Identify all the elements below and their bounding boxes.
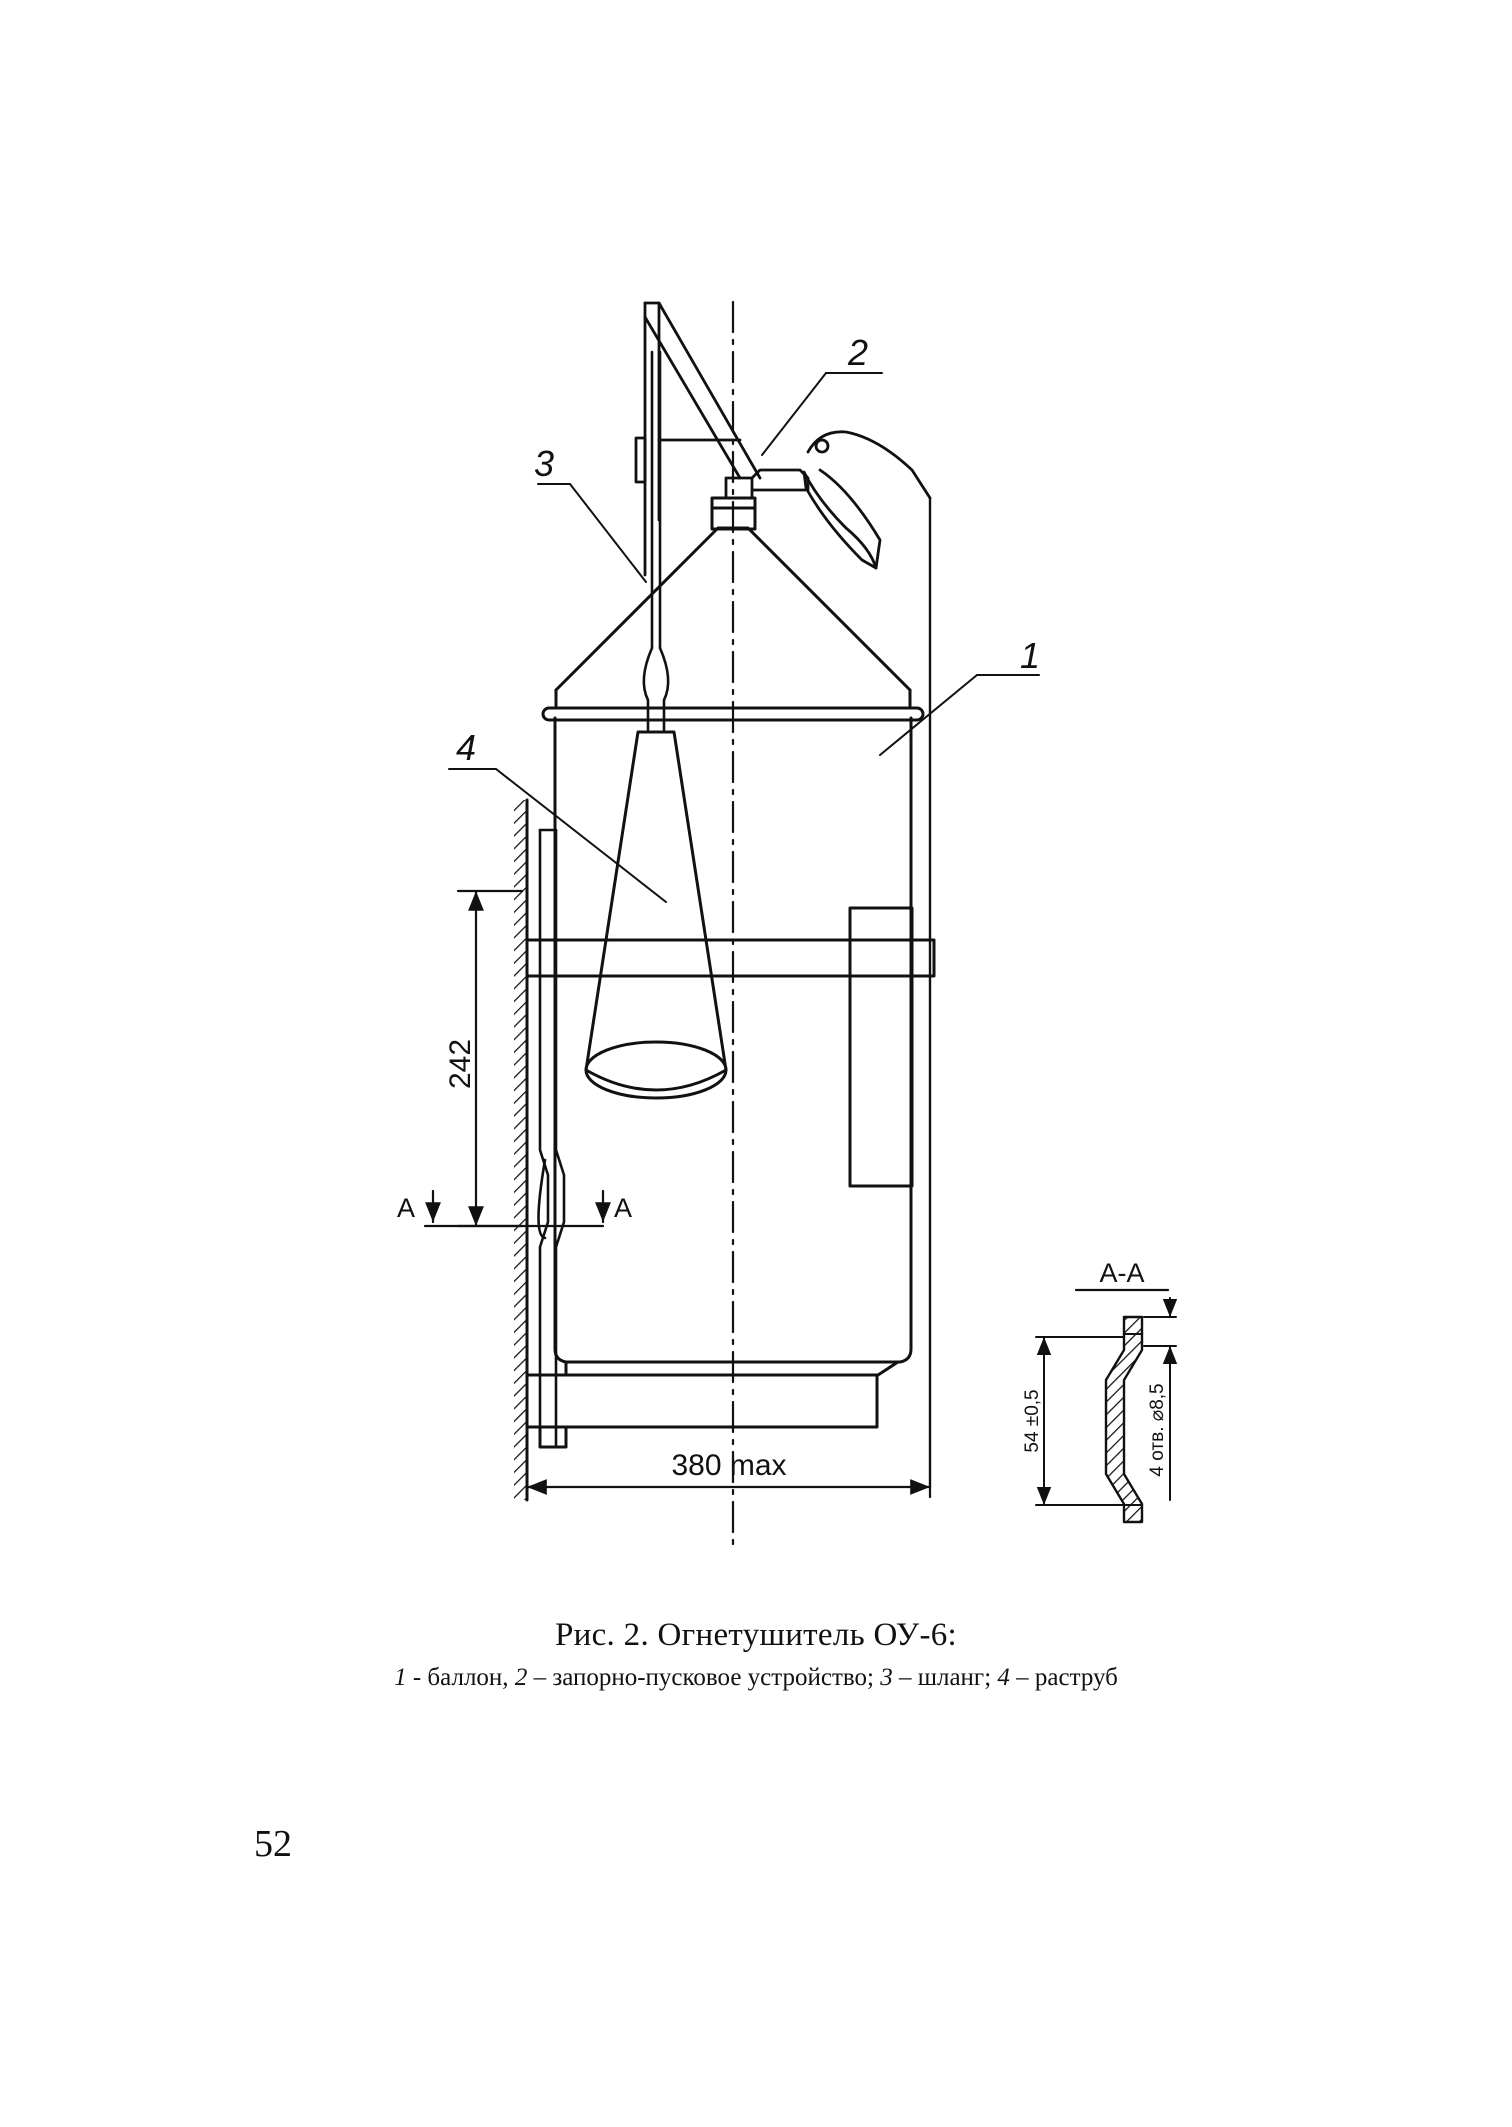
legend-2-text: – запорно-пусковое устройство; — [527, 1664, 881, 1691]
legend-2-number: 2 — [514, 1664, 528, 1691]
legend-1-number: 1 — [394, 1664, 407, 1691]
callout-2-label: 2 — [847, 332, 868, 373]
hose — [642, 350, 670, 734]
section-title: A-A — [1099, 1258, 1144, 1288]
dimension-242-label: 242 — [444, 1039, 477, 1089]
legend-1-text: - баллон, — [406, 1664, 515, 1691]
drawing-labels: 1 2 3 4 242 380 max A A A-A 54 ±0,5 4 от… — [397, 332, 1168, 1482]
wall — [514, 798, 529, 1502]
section-height-label: 54 ±0,5 — [1022, 1389, 1043, 1452]
wall-bracket — [537, 828, 566, 1447]
legend-4-number: 4 — [997, 1664, 1010, 1691]
callout-1-label: 1 — [1020, 635, 1040, 676]
page-number: 52 — [254, 1823, 292, 1865]
horn — [584, 730, 728, 1100]
legend-3-number: 3 — [880, 1664, 893, 1691]
legend-4-text: – раструб — [1009, 1664, 1118, 1691]
mounting-straps — [525, 938, 936, 1449]
dimension-380 — [525, 1479, 932, 1499]
section-marks — [423, 1189, 611, 1228]
handle — [634, 301, 762, 577]
dimension-380-label: 380 max — [671, 1449, 786, 1482]
figure-caption-legend: 1 - баллон, 2 – запорно-пусковое устройс… — [0, 1664, 1512, 1692]
legend-3-text: – шланг; — [892, 1664, 998, 1691]
callout-leaders — [448, 372, 1040, 903]
callout-4-label: 4 — [456, 727, 476, 768]
section-marker-right: A — [614, 1193, 632, 1223]
figure-caption-title: Рис. 2. Огнетушитель ОУ-6: — [554, 1617, 958, 1653]
section-aa-detail — [1035, 1288, 1178, 1524]
callout-3-label: 3 — [534, 443, 554, 484]
holes-label: 4 отв. ⌀8,5 — [1147, 1383, 1168, 1476]
section-marker-left: A — [397, 1193, 415, 1223]
shutoff-trigger-device — [724, 430, 932, 570]
